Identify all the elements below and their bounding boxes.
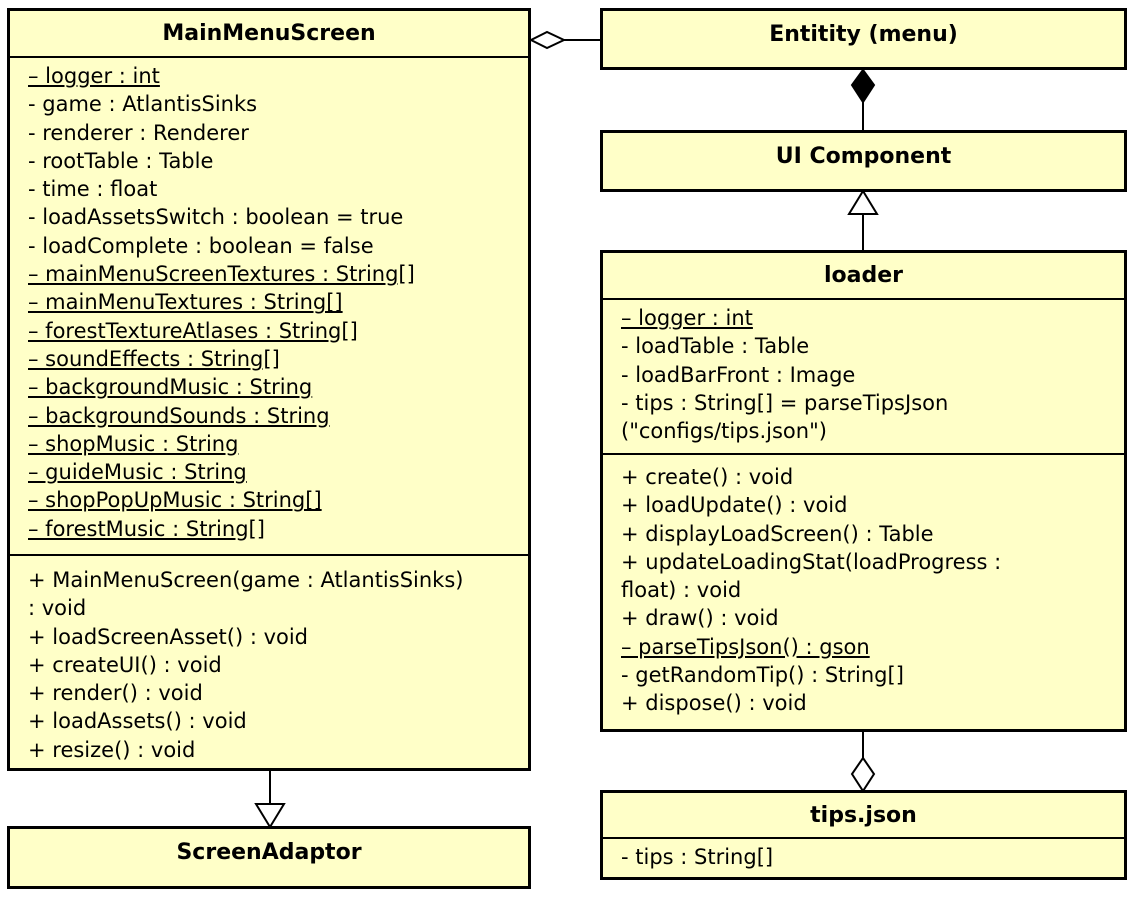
method-row: + MainMenuScreen(game : AtlantisSinks) [28,568,464,592]
attribute-row: – shopPopUpMusic : String[] [28,488,322,513]
method-row: + createUI() : void [28,652,222,677]
method-row: + loadUpdate() : void [621,493,848,518]
method-row: – parseTipsJson() : gson [621,634,870,659]
generalization-triangle-icon [847,189,879,215]
method-row: + updateLoadingStat(loadProgress : [621,549,1002,574]
class-name: tips.json [810,803,917,828]
class-entity-menu: Entitity (menu) [600,8,1127,70]
class-name: Entitity (menu) [769,22,958,47]
attribute-row: – backgroundSounds : String [28,403,330,428]
attributes-section: – logger : int - loadTable : Table - loadB… [603,298,1124,453]
attribute-row: - time : float [28,177,158,202]
attribute-row: – backgroundMusic : String [28,375,313,400]
class-tips-json: tips.json - tips : String[] [600,790,1127,880]
attribute-row: – logger : int [621,306,753,330]
attribute-row: ("configs/tips.json") [621,419,827,444]
method-row: + displayLoadScreen() : Table [621,521,934,546]
attribute-row: - loadTable : Table [621,334,810,359]
attribute-row: – guideMusic : String [28,460,247,485]
methods-section: + create() : void + loadUpdate() : void + … [603,453,1124,718]
aggregation-diamond-icon [528,30,567,50]
method-row: - getRandomTip() : String[] [621,663,904,688]
method-row: float) : void [621,578,742,603]
class-name: ScreenAdaptor [176,840,362,865]
attribute-row: – soundEffects : String[] [28,346,280,371]
method-row: + create() : void [621,465,794,489]
class-name: MainMenuScreen [162,21,376,46]
generalization-triangle-icon [254,803,286,829]
attribute-row: - game : AtlantisSinks [28,92,258,117]
attributes-section: - tips : String[] [603,837,1124,871]
method-row: + resize() : void [28,737,196,762]
attribute-row: - loadComplete : boolean = false [28,233,374,258]
method-row: + loadScreenAsset() : void [28,624,309,649]
class-loader: loader – logger : int - loadTable : Table… [600,250,1127,732]
attributes-section: – logger : int - game : AtlantisSinks - re… [10,56,528,554]
class-name: UI Component [775,144,952,169]
methods-section: + MainMenuScreen(game : AtlantisSinks) : … [10,554,528,764]
method-row: : void [28,596,87,621]
method-row: + render() : void [28,681,203,706]
attribute-row: – shopMusic : String [28,431,239,456]
attribute-row: - tips : String[] = parseTipsJson [621,390,949,415]
method-row: + draw() : void [621,606,779,631]
method-row: + loadAssets() : void [28,709,247,734]
attribute-row: - loadBarFront : Image [621,362,856,387]
class-screen-adaptor: ScreenAdaptor [7,826,531,889]
attribute-row: – forestTextureAtlases : String[] [28,318,358,343]
composition-diamond-icon [850,68,876,104]
class-name: loader [823,263,904,288]
attribute-row: - loadAssetsSwitch : boolean = true [28,205,404,230]
attribute-row: – forestMusic : String[] [28,516,265,541]
class-main-menu-screen: MainMenuScreen – logger : int - game : At… [7,8,531,771]
attribute-row: - tips : String[] [621,845,774,869]
aggregation-diamond-icon [850,756,876,793]
attribute-row: - rootTable : Table [28,148,214,173]
method-row: + dispose() : void [621,691,807,716]
attribute-row: – logger : int [28,64,160,88]
attribute-row: – mainMenuScreenTextures : String[] [28,262,415,287]
class-ui-component: UI Component [600,130,1127,192]
attribute-row: – mainMenuTextures : String[] [28,290,343,315]
attribute-row: - renderer : Renderer [28,120,249,145]
